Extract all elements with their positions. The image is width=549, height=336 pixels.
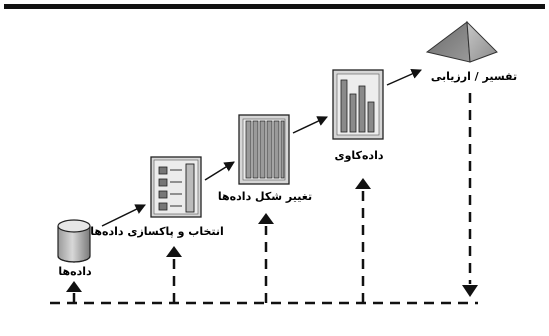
stage-label-data-mining: داده‌کاوی (334, 149, 384, 162)
cylinder-icon (57, 219, 91, 263)
stage-label-interpretation: تفسیر / ارزیابی (430, 70, 518, 83)
form-document-icon (150, 156, 202, 218)
flow-arrow-2 (204, 161, 235, 181)
flow-arrow-3 (292, 116, 328, 134)
feedback-loop (50, 93, 478, 305)
feedback-arrowhead-up-4 (355, 178, 371, 189)
ruled-document-icon (238, 114, 290, 185)
flow-arrow-4 (386, 69, 422, 86)
bar-chart-icon (332, 69, 384, 140)
feedback-arrowhead-up-3 (258, 213, 274, 224)
stage-label-transformation: تغییر شکل داده‌ها (217, 190, 313, 203)
feedback-arrowhead-up-2 (166, 246, 182, 257)
pyramid-icon (425, 20, 498, 63)
feedback-arrowhead-up-1 (66, 281, 82, 292)
stage-label-selection-cleaning: انتخاب و پاکسازی داده‌ها (90, 225, 224, 238)
top-rule (4, 4, 545, 9)
feedback-arrowhead-down (462, 285, 478, 297)
stage-label-data: داده‌ها (58, 265, 92, 278)
flow-arrow-1 (101, 204, 146, 227)
